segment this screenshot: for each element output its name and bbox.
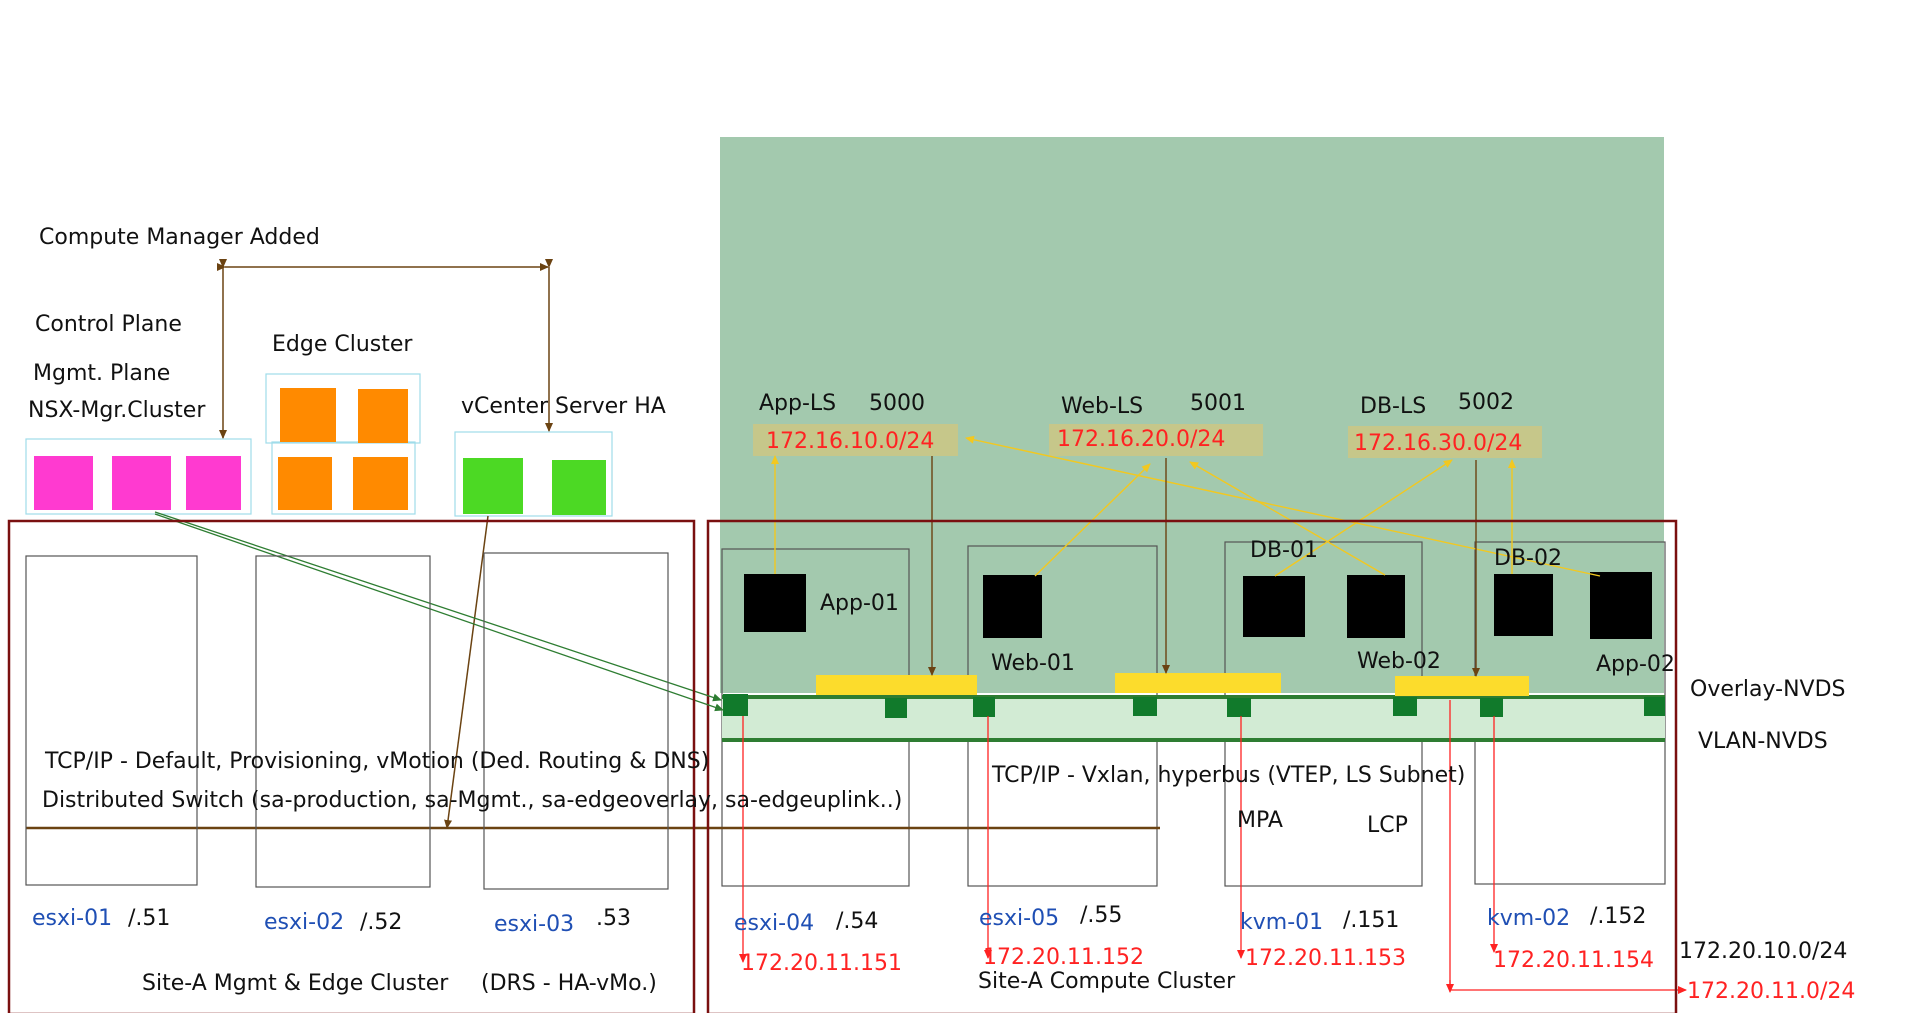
- nvds-port: [723, 694, 748, 716]
- db-ls-vni: 5002: [1458, 390, 1514, 415]
- vm-web-02-label: Web-02: [1357, 649, 1441, 674]
- host-name-kvm-01[interactable]: kvm-01: [1240, 910, 1323, 935]
- vtep-esxi-04: 172.20.11.151: [741, 951, 902, 976]
- app02-to-app-ls-arrow: [965, 435, 1601, 577]
- host-ip-kvm-02: /.152: [1590, 904, 1646, 929]
- nsx-mgr-node-icon[interactable]: [186, 456, 241, 510]
- mgmt-subnet-label: 172.20.10.0/24: [1679, 939, 1847, 964]
- vm-web-01-icon[interactable]: [983, 575, 1042, 638]
- host-name-esxi-03[interactable]: esxi-03: [494, 912, 574, 937]
- mgmt-tcpip-label: TCP/IP - Default, Provisioning, vMotion …: [44, 749, 709, 774]
- nsx-to-esxi04-arrow: [154, 511, 722, 702]
- app-ls-name: App-LS: [759, 391, 836, 416]
- edge-node-icon[interactable]: [358, 389, 408, 443]
- vcenter-node-icon[interactable]: [552, 460, 606, 515]
- vm-db-02-icon[interactable]: [1494, 574, 1553, 636]
- web-ls-vni: 5001: [1190, 391, 1246, 416]
- vcenter-to-dswitch-arrow: [444, 515, 489, 829]
- distributed-switch-label: Distributed Switch (sa-production, sa-Mg…: [42, 788, 902, 813]
- edge-node-icon[interactable]: [280, 388, 336, 442]
- vm-db-01-icon[interactable]: [1243, 576, 1305, 637]
- nsx-mgr-cluster-box: [25, 438, 252, 515]
- db-ls-subnet-box: [1348, 426, 1542, 458]
- db-ls-subnet: 172.16.30.0/24: [1354, 431, 1522, 456]
- host-ip-esxi-05: /.55: [1080, 903, 1122, 928]
- nsx-mgr-node-icon[interactable]: [34, 456, 93, 510]
- mgmt-cluster-label: Site-A Mgmt & Edge Cluster: [142, 971, 449, 996]
- nvds-port: [973, 697, 995, 717]
- app-ls-subnet: 172.16.10.0/24: [766, 429, 934, 454]
- host-name-kvm-02[interactable]: kvm-02: [1487, 906, 1570, 931]
- nsx-mgr-node-icon[interactable]: [112, 456, 171, 510]
- overlay-nvds-label: Overlay-NVDS: [1690, 677, 1846, 702]
- web02-to-web-ls-arrow: [1189, 461, 1386, 576]
- nvds-port: [1644, 697, 1665, 716]
- app-ls-vni: 5000: [869, 391, 925, 416]
- edge-node-icon[interactable]: [278, 457, 332, 510]
- host-name-esxi-01[interactable]: esxi-01: [32, 906, 112, 931]
- mgmt-cluster-drs-label: (DRS - HA-vMo.): [481, 971, 657, 996]
- db-ls-name: DB-LS: [1360, 394, 1426, 419]
- app-ls-bar: [816, 675, 977, 695]
- vtep-kvm-01: 172.20.11.153: [1245, 946, 1406, 971]
- db-ls-bar: [1395, 676, 1529, 696]
- host-ip-esxi-03: .53: [596, 906, 631, 931]
- vm-app-02-icon[interactable]: [1590, 572, 1652, 639]
- nvds-port: [885, 698, 907, 718]
- vm-app-01-label: App-01: [820, 591, 899, 616]
- app-ls-subnet-box: [753, 424, 958, 456]
- web-ls-bar: [1115, 673, 1281, 693]
- host-name-esxi-04[interactable]: esxi-04: [734, 911, 814, 936]
- nsx-to-esxi04-arrow: [154, 513, 724, 712]
- vm-db-02-label: DB-02: [1494, 546, 1562, 571]
- vlan-nvds-band: [722, 698, 1665, 738]
- host-box-esxi-02: [255, 555, 431, 888]
- compute-cluster-label: Site-A Compute Cluster: [978, 969, 1236, 994]
- host-box-esxi-03: [483, 552, 669, 890]
- nvds-port: [1227, 698, 1251, 717]
- host-box-esxi-01: [25, 555, 198, 886]
- nvds-port: [1480, 698, 1503, 717]
- vcenter-ha-label: vCenter Server HA: [461, 394, 666, 419]
- nsx-mgr-cluster-label: NSX-Mgr.Cluster: [28, 398, 206, 423]
- mpa-label: MPA: [1237, 808, 1283, 833]
- edge-cluster-box-bottom: [271, 441, 416, 515]
- compute-tcpip-label: TCP/IP - Vxlan, hyperbus (VTEP, LS Subne…: [991, 763, 1465, 788]
- host-name-esxi-05[interactable]: esxi-05: [979, 906, 1059, 931]
- vm-web-02-icon[interactable]: [1347, 575, 1405, 638]
- compute-cluster-frame: [706, 519, 1678, 1013]
- vm-db-01-label: DB-01: [1250, 538, 1318, 563]
- vtep-subnet-label: 172.20.11.0/24: [1687, 979, 1855, 1004]
- web-ls-name: Web-LS: [1061, 394, 1143, 419]
- vtep-subnet-arrow: [1449, 700, 1687, 994]
- host-ip-esxi-01: /.51: [128, 906, 170, 931]
- web-ls-subnet: 172.16.20.0/24: [1057, 427, 1225, 452]
- vtep-kvm-02: 172.20.11.154: [1493, 948, 1654, 973]
- host-ip-esxi-02: /.52: [360, 910, 402, 935]
- nvds-port: [1393, 697, 1417, 716]
- nvds-port: [1133, 697, 1157, 716]
- host-ip-kvm-01: /.151: [1343, 908, 1399, 933]
- vtep-esxi-05: 172.20.11.152: [983, 945, 1144, 970]
- edge-cluster-label: Edge Cluster: [272, 332, 413, 357]
- vm-app-01-icon[interactable]: [744, 574, 806, 632]
- vm-app-02-label: App-02: [1596, 652, 1675, 677]
- mgmt-edge-cluster-frame: [7, 519, 696, 1013]
- host-name-esxi-02[interactable]: esxi-02: [264, 910, 344, 935]
- web-ls-subnet-box: [1049, 424, 1263, 456]
- db01-to-db-ls-arrow: [1274, 459, 1453, 577]
- vlan-nvds-label: VLAN-NVDS: [1698, 729, 1828, 754]
- lcp-label: LCP: [1367, 813, 1408, 838]
- host-ip-esxi-04: /.54: [836, 909, 878, 934]
- edge-cluster-box-top: [265, 373, 421, 444]
- mgmt-plane-label: Mgmt. Plane: [33, 361, 170, 386]
- vcenter-node-icon[interactable]: [463, 458, 523, 514]
- vcenter-ha-box: [454, 431, 613, 517]
- control-plane-label: Control Plane: [35, 312, 182, 337]
- edge-node-icon[interactable]: [353, 457, 408, 510]
- compute-manager-label: Compute Manager Added: [39, 225, 320, 250]
- vm-web-01-label: Web-01: [991, 651, 1075, 676]
